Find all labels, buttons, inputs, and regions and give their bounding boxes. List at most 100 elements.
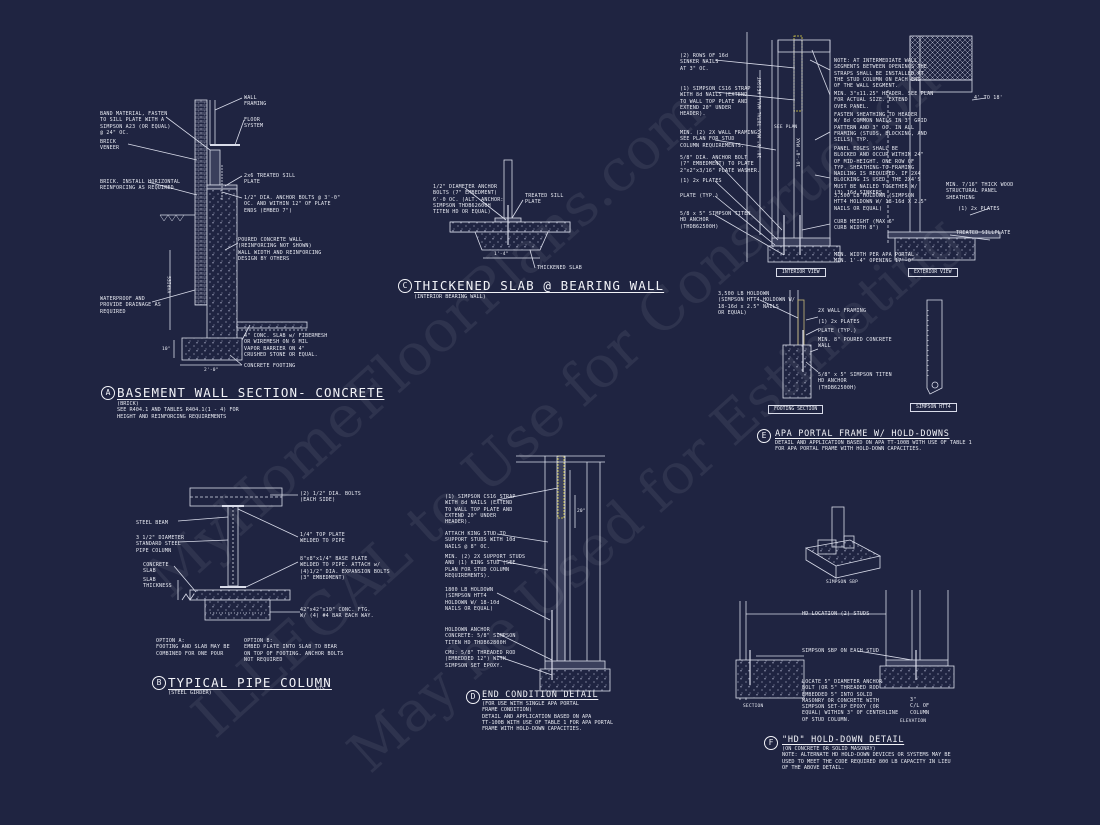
e-note-x3: TREATED SILLPLATE [956, 230, 1011, 236]
d-note-cmu: CMU: 5/8" THREADED ROD (EMBEDDED 12") WI… [445, 650, 516, 669]
f-note-hd-loc: HD LOCATION (2) STUDS [802, 611, 870, 617]
a-note-poured-wall: POURED CONCRETE WALL (REINFORCING NOT SH… [238, 237, 322, 262]
a-note-floor: FLOOR SYSTEM [244, 117, 264, 130]
e-note-f4: PLATE (TYP.) [818, 328, 857, 334]
detail-d-subtitle: (FOR USE WITH SINGLE APA PORTAL FRAME CO… [482, 701, 614, 733]
e-note-r6: CURB HEIGHT (MAX 6" CURB WIDTH 8") [834, 219, 895, 232]
detail-d-title: END CONDITION DETAIL [482, 690, 599, 700]
detail-f-marker: F [764, 736, 778, 750]
b-note-option-b: OPTION B: EMBED PLATE INTO SLAB TO BEAR … [244, 638, 344, 663]
d-note-studs: MIN. (2) 2X SUPPORT STUDS AND (1) KING S… [445, 554, 526, 579]
e-note-3: MIN. (2) 2X WALL FRAMING. SEE PLAN FOR S… [680, 130, 761, 149]
a-dim-height: 10" [162, 347, 171, 352]
e-note-6: PLATE (TYP.) [680, 193, 719, 199]
c-note-anchor: 1/2" DIAMETER ANCHOR BOLTS (7" EMBEDMENT… [433, 184, 504, 216]
a-dim-width: 2'-0" [204, 368, 219, 373]
brick-veneer [194, 99, 208, 306]
detail-c-title: THICKENED SLAB @ BEARING WALL [414, 278, 665, 293]
detail-c-subtitle: (INTERIOR BEARING WALL) [414, 294, 486, 300]
e-note-f2: 2X WALL FRAMING [818, 308, 867, 314]
c-note-sill: TREATED SILL PLATE [525, 193, 564, 206]
b-note-base-plate: 8"x8"x1/4" BASE PLATE WELDED TO PIPE. AT… [300, 556, 390, 581]
e-label-interior: INTERIOR VIEW [776, 268, 826, 277]
f-dim: 3" C/L OF COLUMN [910, 697, 930, 716]
detail-c-marker: C [398, 279, 412, 293]
e-vert-height: 10'-0" MAX TOTAL WALL HEIGHT [758, 76, 764, 159]
e-note-7: 5/8 x 5" SIMPSON TITEN HD ANCHOR (THDB62… [680, 211, 751, 230]
detail-c-drawing [449, 159, 571, 269]
detail-f-drawing [735, 506, 955, 700]
b-note-pipe: 3 1/2" DIAMETER STANDARD STEEL PIPE COLU… [136, 535, 185, 554]
e-note-x2: (1) 2x PLATES [958, 206, 1000, 212]
a-note-waterproof: WATERPROOF AND PROVIDE DRAINAGE AS REQUI… [100, 296, 161, 315]
f-note-sbp: SIMPSON SBP ON EACH STUD [802, 648, 880, 654]
b-note-footing: 42"x42"x10" CONC. FTG. W/ (4) #4 BAR EAC… [300, 607, 374, 620]
f-label-elevation: ELEVATION [900, 719, 927, 724]
detail-a-title: BASEMENT WALL SECTION- CONCRETE [117, 385, 385, 400]
a-note-slab: 4" CONC. SLAB w/ FIBERMESH OR WIREMESH O… [244, 333, 328, 358]
detail-b-marker: B [152, 676, 166, 690]
c-dim: 1'-4" [494, 252, 509, 257]
e-note-f6: 5/8" x 5" SIMPSON TITEN HD ANCHOR (THDB6… [818, 372, 892, 391]
e-note-r3: FASTEN SHEATHING TO HEADER W/ 8d COMMON … [834, 112, 928, 144]
b-note-option-a: OPTION A: FOOTING AND SLAB MAY BE COMBIN… [156, 638, 230, 657]
e-note-f5: MIN. 8" POURED CONCRETE WALL [818, 337, 892, 350]
a-note-wall-framing: WALL FRAMING [244, 95, 267, 108]
b-note-bolts: (2) 1/2" DIA. BOLTS (EACH SIDE) [300, 491, 361, 504]
detail-a-drawing [127, 97, 308, 366]
e-note-r7: MIN. WIDTH PER APA PORTAL MIN. 1'-4" OPE… [834, 252, 915, 265]
detail-e-title: APA PORTAL FRAME W/ HOLD-DOWNS [775, 429, 950, 439]
e-note-f3: (1) 2x PLATES [818, 319, 860, 325]
e-vert-see-plan: SEE PLAN [774, 125, 798, 130]
f-note-locate: LOCATE 5" DIAMETER ANCHOR BOLT (OR 5" TH… [802, 679, 899, 723]
d-note-holdown: 1800 LB HOLDOWN (SIMPSON HTT4 HOLDOWN W/… [445, 587, 500, 612]
e-note-4: 5/8" DIA. ANCHOR BOLT (7" EMBEDMENT) TO … [680, 155, 761, 174]
a-note-band: BAND MATERIAL, FASTEN TO SILL PLATE WITH… [100, 111, 171, 136]
d-note-king: ATTACH KING STUD TO SUPPORT STUDS WITH 1… [445, 531, 516, 550]
detail-b-nts: NTS. [316, 687, 328, 692]
e-label-footing: FOOTING SECTION [768, 405, 824, 414]
e-label-simpson: SIMPSON HTT4 [910, 403, 957, 412]
e-note-r4: PANEL EDGES SHALL BE BLOCKED AND OCCUR W… [834, 146, 924, 197]
e-vert-max: 10'-0" MAX [797, 137, 803, 168]
detail-f-title: "HD" HOLD-DOWN DETAIL [782, 735, 905, 745]
concrete-footing [181, 337, 243, 361]
detail-e-marker: E [757, 429, 771, 443]
detail-a-marker: A [101, 386, 115, 400]
f-label-section: SECTION [743, 704, 764, 709]
detail-b-title: TYPICAL PIPE COLUMN [168, 675, 332, 690]
d-dim: 20" [577, 509, 586, 514]
detail-e-footing-drawing [759, 290, 943, 399]
e-note-f1: 3,500 LB HOLDOWN (SIMPSON HTT4 HOLDOWN W… [718, 291, 796, 316]
a-dim-varies: VARIES [168, 275, 174, 294]
band-joist [209, 149, 221, 186]
detail-b-subtitle: (STEEL GIRDER) [168, 690, 212, 696]
d-note-strap: (1) SIMPSON CS16 STRAP WITH 8d NAILS (EX… [445, 494, 516, 526]
b-note-beam: STEEL BEAM [136, 520, 169, 526]
b-note-top-plate: 1/4" TOP PLATE WELDED TO PIPE [300, 532, 345, 545]
a-note-sill: 2x6 TREATED SILL PLATE [244, 173, 296, 186]
e-note-1: (2) ROWS OF 16d SINKER NAILS AT 3" OC. [680, 53, 729, 72]
e-label-exterior: EXTERIOR VIEW [908, 268, 958, 277]
e-note-5: (1) 2x PLATES [680, 178, 722, 184]
b-note-thickness: SLAB THICKNESS [143, 577, 172, 590]
basement-slab [236, 321, 308, 329]
e-note-r1: NOTE: AT INTERMEDIATE WALL SEGMENTS BETW… [834, 58, 928, 90]
detail-d-drawing [496, 455, 611, 692]
a-note-anchor: 1/2" DIA. ANCHOR BOLTS @ 3'-0" OC. AND W… [244, 195, 341, 214]
detail-e-subtitle: DETAIL AND APPLICATION BASED ON APA TT-1… [775, 440, 972, 453]
detail-d-marker: D [466, 690, 480, 704]
a-note-brick-reinf: BRICK. INSTALL HORIZONTAL REINFORCING AS… [100, 179, 181, 192]
poured-concrete-wall [206, 188, 238, 340]
d-note-anchor: HOLDOWN ANCHOR CONCRETE: 5/8" SIMPSON TI… [445, 627, 516, 646]
detail-a-subtitle: (BRICK) SEE R404.1 AND TABLES R404.1(1 -… [117, 401, 239, 420]
f-label-sbp: SIMPSON SBP [826, 580, 859, 585]
detail-f-subtitle: (ON CONCRETE OR SOLID MASONRY) NOTE: ALT… [782, 746, 951, 771]
e-note-r5: 3,500 LB HOLDOWN (SIMPSON HTT4 HOLDOWN W… [834, 193, 928, 212]
e-note-x1: MIN. 7/16" THICK WOOD STRUCTURAL PANEL S… [946, 182, 1014, 201]
detail-e-drawing [714, 32, 1001, 263]
b-note-slab: CONCRETE SLAB [143, 562, 169, 575]
a-note-brick: BRICK VENEER [100, 139, 120, 152]
e-note-x4: 4' TO 18' [974, 95, 1003, 101]
